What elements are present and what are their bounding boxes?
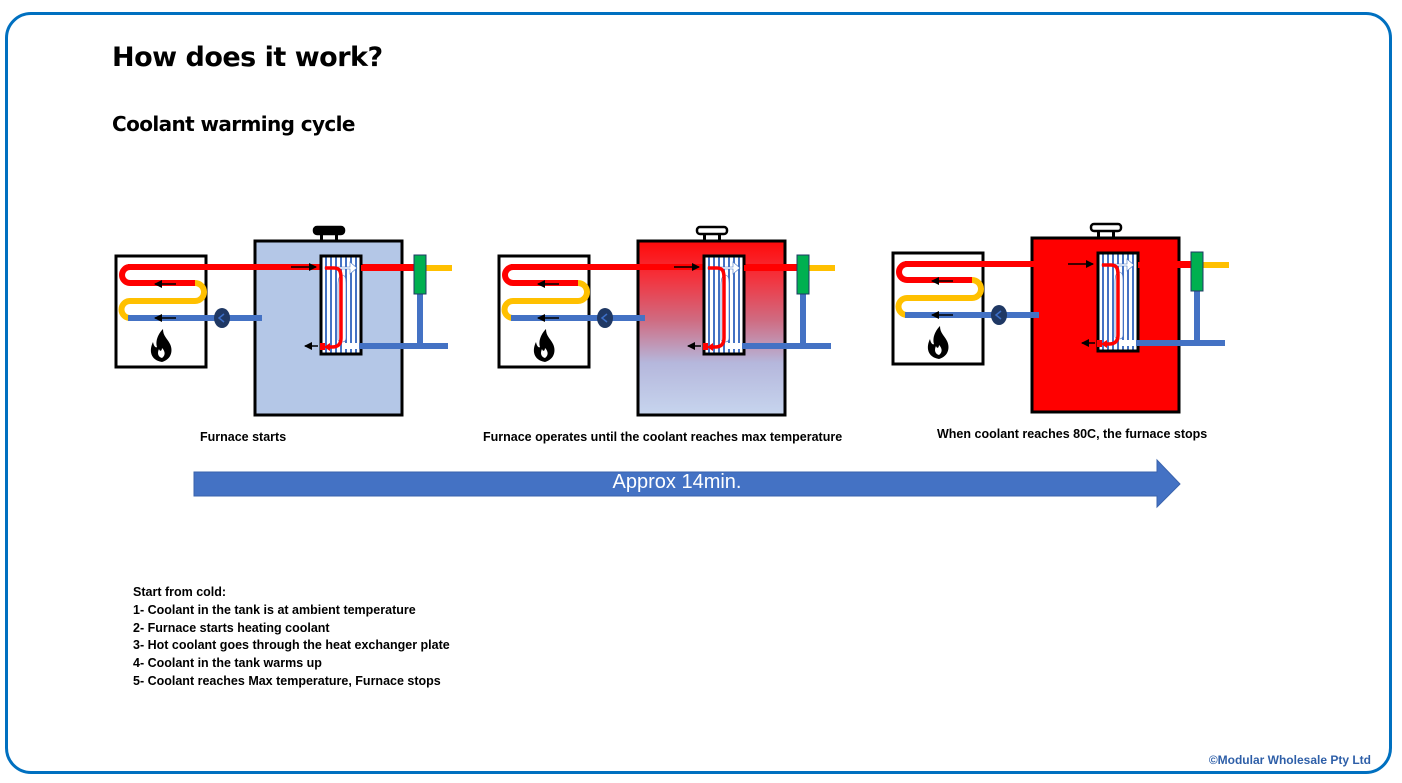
hot-flow-path (708, 266, 726, 349)
step-item: 2- Furnace starts heating coolant (133, 620, 330, 635)
hot-coil (119, 264, 195, 286)
tank-lid-post (718, 233, 721, 241)
slide-frame (5, 12, 1392, 774)
tank-lid-handle (312, 225, 346, 236)
stage-1-caption: Furnace starts (200, 430, 287, 444)
pump-direction-icon (217, 313, 225, 323)
tank-lid-post (703, 233, 706, 241)
tank-lid-handle (1089, 222, 1123, 233)
mixing-valve-icon (1190, 251, 1204, 292)
flame-icon (927, 326, 949, 359)
hot-coil (896, 261, 972, 283)
pump-icon (597, 308, 613, 328)
pump-icon (214, 308, 230, 328)
flame-icon (533, 329, 555, 362)
pump-icon (991, 305, 1007, 325)
step-item: 4- Coolant in the tank warms up (133, 656, 322, 671)
exchanger-outlet (320, 343, 325, 350)
tank-lid-post (1112, 230, 1115, 238)
flame-inner (541, 348, 548, 358)
page-subtitle: Coolant warming cycle (112, 112, 355, 136)
tank-lid-post (320, 233, 323, 241)
stage-1-diagram (114, 225, 452, 417)
flame-inner (935, 345, 942, 355)
timeline-label: Approx 14min. (612, 471, 742, 493)
step-item: 1- Coolant in the tank is at ambient tem… (133, 602, 416, 617)
stage-3-diagram (891, 222, 1229, 414)
steps-heading: Start from cold: (133, 585, 227, 599)
tank-lid-post (1097, 230, 1100, 238)
hot-flow-path (325, 266, 343, 349)
warm-coil (895, 277, 984, 318)
flame-inner (158, 348, 165, 358)
flame-icon (150, 329, 172, 362)
mixing-valve-icon (796, 254, 810, 295)
timeline-arrow (193, 458, 1181, 509)
hot-flow-arrowhead (707, 343, 713, 351)
hot-coil (502, 264, 578, 286)
mixing-valve-icon (413, 254, 427, 295)
stage-2-diagram (497, 225, 835, 417)
hot-flow-path (1102, 263, 1120, 346)
steps-list: Start from cold: 1- Coolant in the tank … (133, 584, 450, 691)
stage-3-caption: When coolant reaches 80C, the furnace st… (937, 427, 1208, 441)
tank-lid-handle (695, 225, 729, 236)
page-title: How does it work? (112, 42, 383, 73)
tank-lid-post (335, 233, 338, 241)
pump-direction-icon (600, 313, 608, 323)
step-item: 3- Hot coolant goes through the heat exc… (133, 638, 450, 653)
stage-2-caption: Furnace operates until the coolant reach… (483, 430, 843, 444)
exchanger-cold-tube (728, 343, 742, 349)
copyright-notice: ©Modular Wholesale Pty Ltd (1208, 753, 1371, 767)
exchanger-outlet (703, 343, 708, 350)
warm-coil (501, 280, 590, 321)
exchanger-outlet (1097, 340, 1102, 347)
exchanger-cold-tube (1122, 340, 1136, 346)
hot-flow-arrowhead (324, 343, 330, 351)
exchanger-cold-tube (345, 343, 359, 349)
pump-direction-icon (994, 310, 1002, 320)
warm-coil (118, 280, 207, 321)
step-item: 5- Coolant reaches Max temperature, Furn… (133, 673, 441, 688)
hot-flow-arrowhead (1101, 340, 1107, 348)
